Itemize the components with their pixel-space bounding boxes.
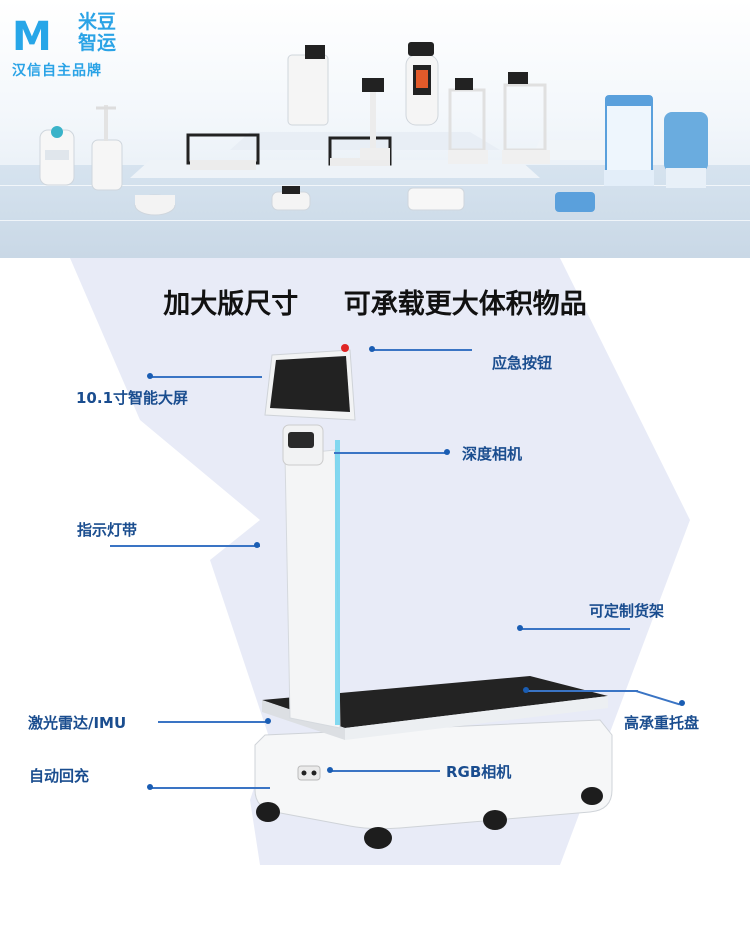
callout-light-strip: 指示灯带 (77, 521, 138, 539)
callout-line-tray (526, 690, 638, 692)
callout-line-light (110, 545, 260, 547)
headline-part2: 可承载更大体积物品 (343, 289, 587, 320)
callout-dot-light (254, 542, 260, 548)
logo-name-line1: 米豆 (78, 11, 117, 33)
callout-line-screen (150, 376, 262, 378)
callout-dot-tray-end (679, 700, 685, 706)
callout-line-rgb (330, 770, 440, 772)
callout-lidar: 激光雷达/IMU (28, 714, 127, 732)
callout-line-lidar (158, 721, 270, 723)
emergency-button (341, 344, 349, 352)
callout-dot-tray (523, 687, 529, 693)
callout-dot-depth (444, 449, 450, 455)
logo-tagline: 汉信自主品牌 (12, 63, 102, 79)
callout-line-depth (334, 452, 446, 454)
brand-logo: M 米豆 智运 汉信自主品牌 (6, 6, 146, 80)
callout-screen: 10.1寸智能大屏 (76, 389, 189, 407)
callout-auto-charge: 自动回充 (29, 767, 90, 785)
headline-part1: 加大版尺寸 (163, 289, 299, 320)
light-strip (335, 440, 340, 725)
callout-dot-emergency (369, 346, 375, 352)
robot-lineup-illustration (39, 42, 708, 216)
callout-line-charge (150, 787, 270, 789)
callout-rgb-camera: RGB相机 (446, 763, 512, 781)
tray-surface (262, 676, 608, 728)
headline: 加大版尺寸 可承载更大体积物品 (0, 282, 750, 321)
callout-dot-screen (147, 373, 153, 379)
callout-depth-camera: 深度相机 (462, 445, 523, 463)
logo-name-line2: 智运 (78, 32, 117, 54)
callout-line-emergency (372, 349, 472, 351)
screen-display (270, 356, 350, 412)
callout-tray: 高承重托盘 (624, 714, 700, 732)
callout-emergency: 应急按钮 (492, 354, 553, 372)
logo-name: 米豆 智运 (78, 12, 134, 54)
callout-dot-charge (147, 784, 153, 790)
callout-shelf: 可定制货架 (589, 602, 665, 620)
callout-dot-rgb (327, 767, 333, 773)
callout-dot-shelf (517, 625, 523, 631)
hero-banner: M 米豆 智运 汉信自主品牌 (0, 0, 750, 258)
logo-letter: M (12, 14, 52, 60)
callout-dot-lidar (265, 718, 271, 724)
callout-line-shelf (520, 628, 630, 630)
column (284, 449, 341, 729)
